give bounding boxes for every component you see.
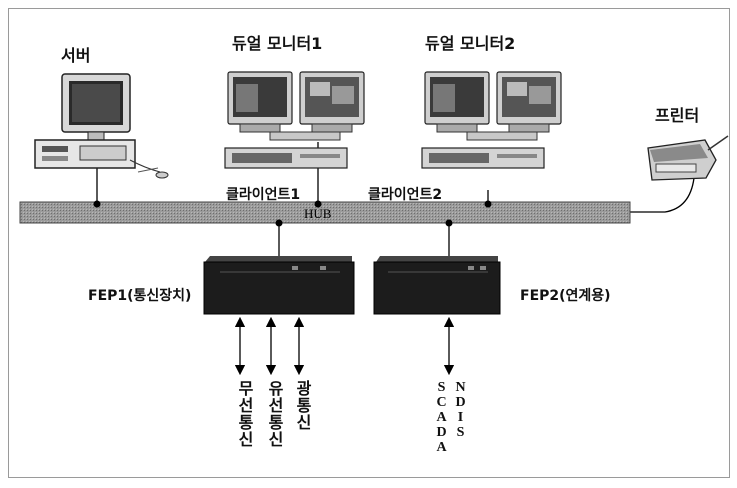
fep2-label: FEP2(연계용) — [520, 288, 611, 304]
fep2-link-scada: SCADA — [434, 380, 449, 455]
printer-link — [630, 177, 695, 213]
fep2-link-ndis: NDIS — [453, 380, 468, 440]
server-icon — [34, 73, 169, 179]
dual-monitor-2-icon — [421, 71, 562, 169]
server-label: 서버 — [61, 46, 91, 65]
hub-bar — [19, 201, 631, 224]
printer-label: 프린터 — [655, 106, 700, 125]
fep1-link-wireless: 무선통신 — [235, 380, 254, 448]
client-1-label: 클라이언트1 — [226, 187, 301, 203]
dual-monitor-2-label: 듀얼 모니터2 — [425, 34, 516, 53]
fep-arrows — [234, 316, 455, 376]
fep1-label: FEP1(통신장치) — [88, 288, 192, 304]
printer-icon — [647, 135, 729, 181]
fep2-device-icon — [373, 256, 501, 315]
hub-connection-dots — [93, 200, 492, 227]
dual-monitor-1-icon — [224, 71, 365, 169]
hub-label: HUB — [304, 206, 332, 221]
fep1-link-optical: 광통신 — [293, 380, 312, 431]
dual-monitor-1-label: 듀얼 모니터1 — [232, 34, 323, 53]
fep1-device-icon — [203, 256, 355, 315]
client-2-label: 클라이언트2 — [368, 187, 443, 203]
fep1-link-wired: 유선통신 — [265, 380, 284, 448]
